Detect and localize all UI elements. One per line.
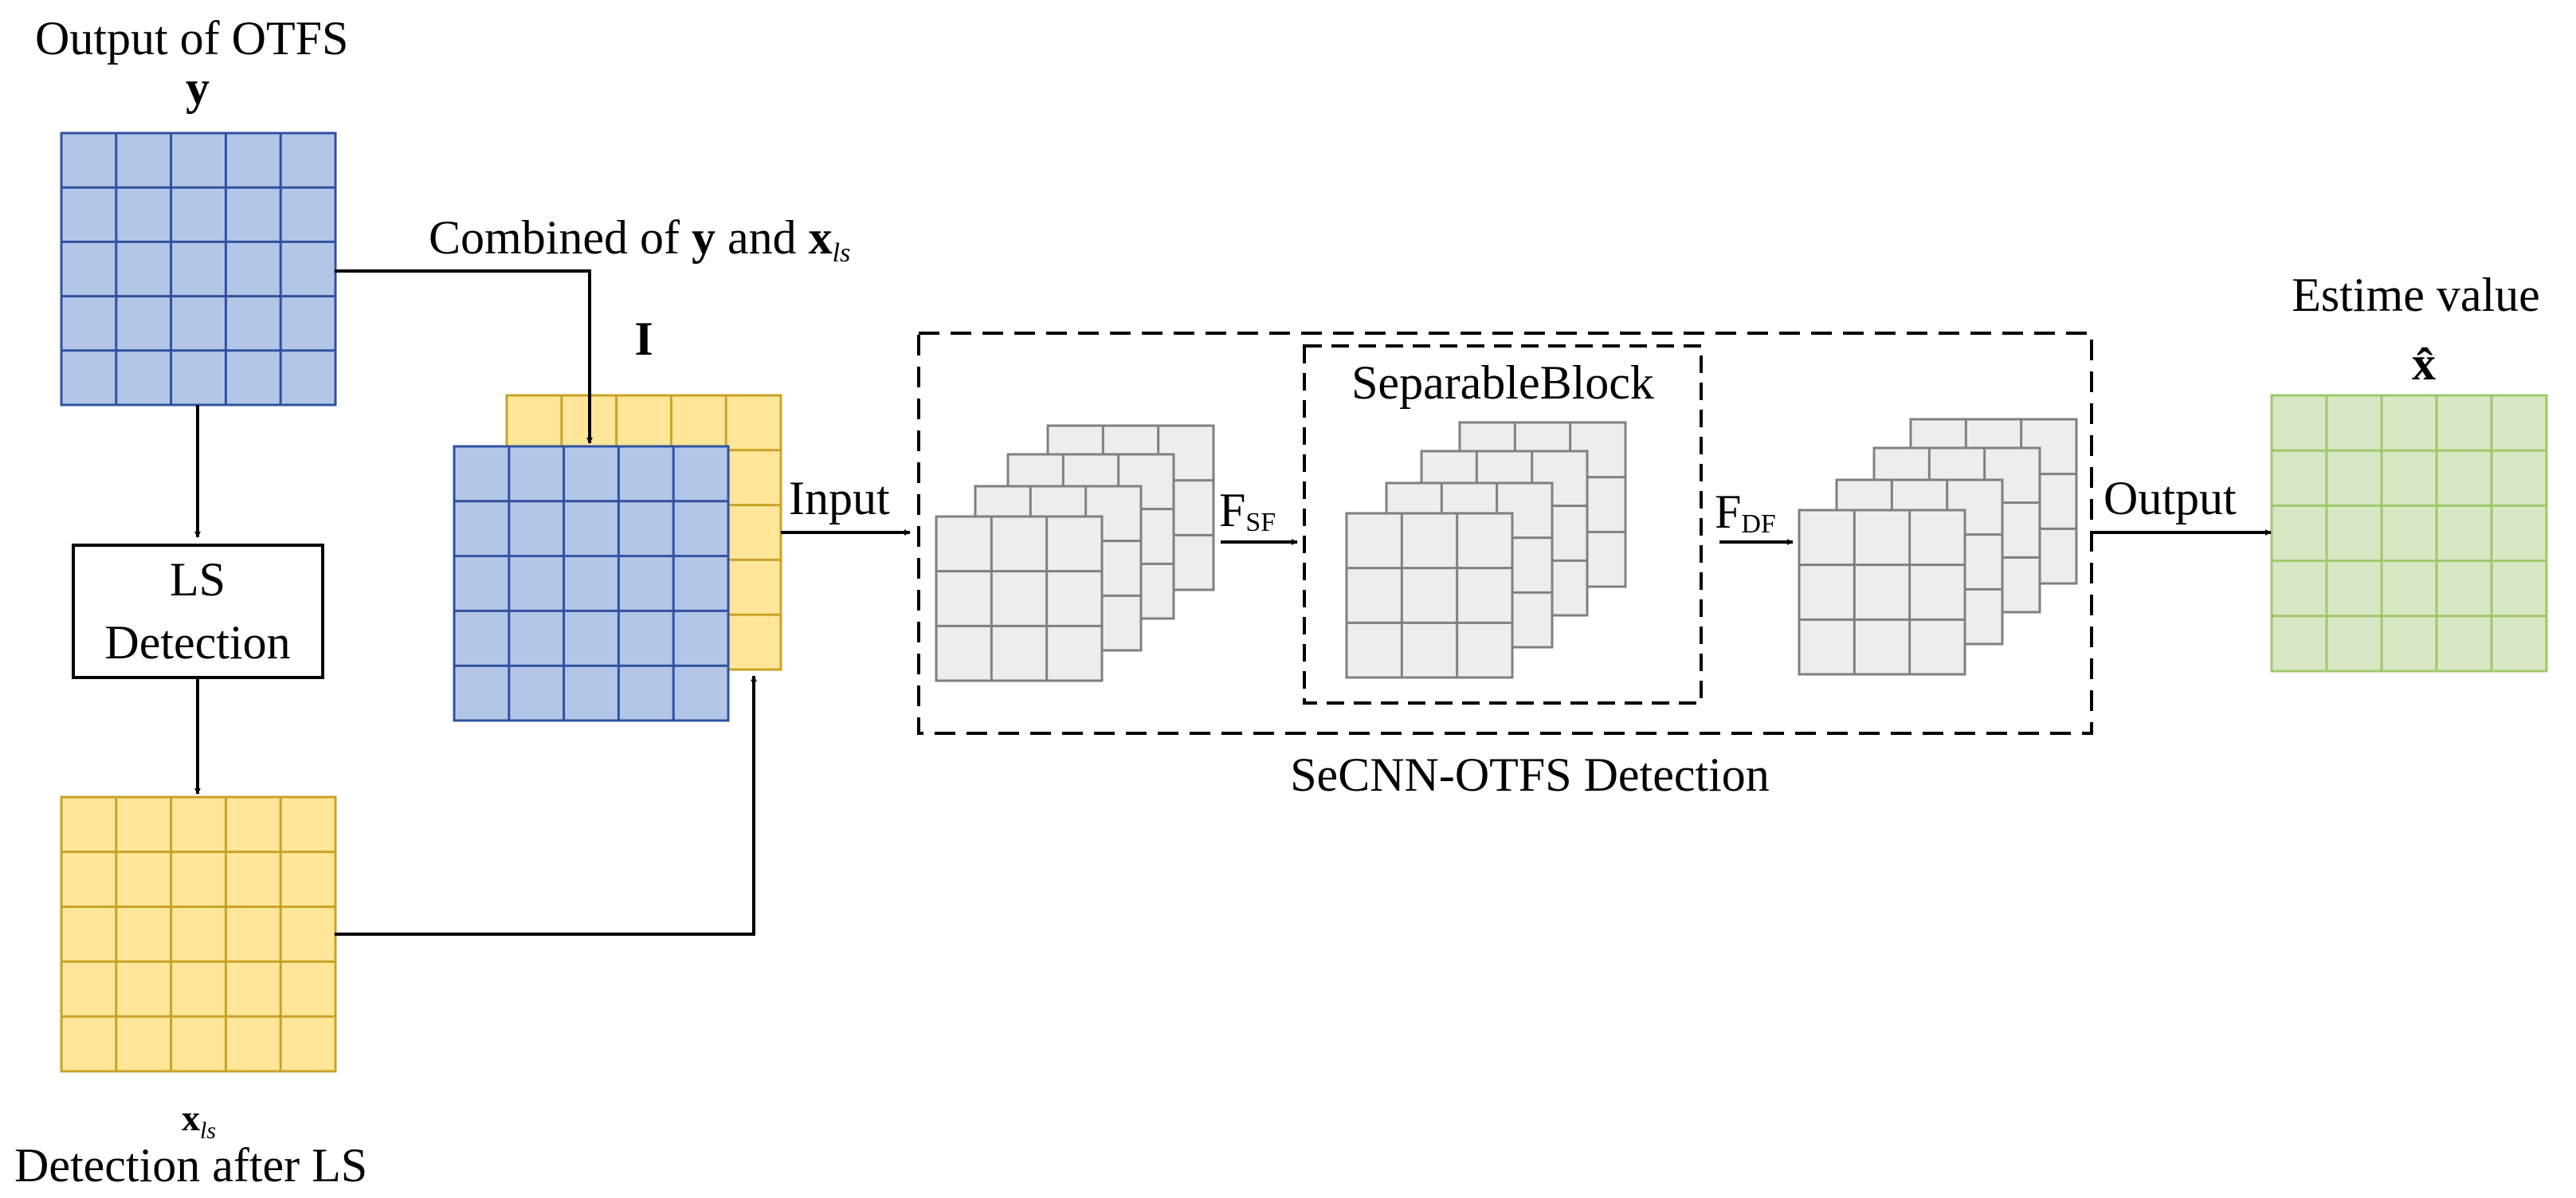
ls-detection-line2: Detection (104, 616, 290, 669)
secnn-dashed-box (917, 332, 2093, 735)
feature-map-in-4 (935, 515, 1104, 682)
ls-detection-box (72, 544, 324, 679)
fdf-label: FDF (1715, 485, 1776, 539)
matrix-y (60, 132, 337, 407)
matrix-x-hat (2270, 394, 2548, 673)
matrix-x-ls (60, 795, 337, 1073)
y-symbol: y (186, 61, 210, 114)
connectors (194, 269, 2272, 936)
arrow-xls-to-combined (335, 675, 757, 936)
x-ls-symbol: xls (182, 1098, 216, 1144)
feature-map-df-4 (1798, 509, 1966, 676)
otfs-output-title: Output of OTFS (35, 12, 348, 65)
input-label: Input (789, 472, 890, 524)
combined-label: Combined of y and xls (429, 211, 850, 268)
separable-block-box (1303, 344, 1703, 705)
detection-after-ls: Detection after LS (14, 1139, 367, 1192)
ls-detection-line1: LS (170, 553, 225, 606)
estimate-title: Estime value (2292, 269, 2540, 321)
xhat-symbol: x̂ (2412, 337, 2436, 390)
output-label: Output (2104, 472, 2237, 524)
feature-map-sep-4 (1345, 512, 1514, 679)
arrow-y-to-combined (335, 269, 593, 444)
matrix-i-front (453, 445, 730, 722)
fsf-label: FSF (1219, 484, 1276, 537)
separable-block-title: SeparableBlock (1351, 356, 1654, 409)
i-symbol: I (634, 312, 653, 365)
secnn-title: SeCNN-OTFS Detection (1290, 748, 1770, 801)
